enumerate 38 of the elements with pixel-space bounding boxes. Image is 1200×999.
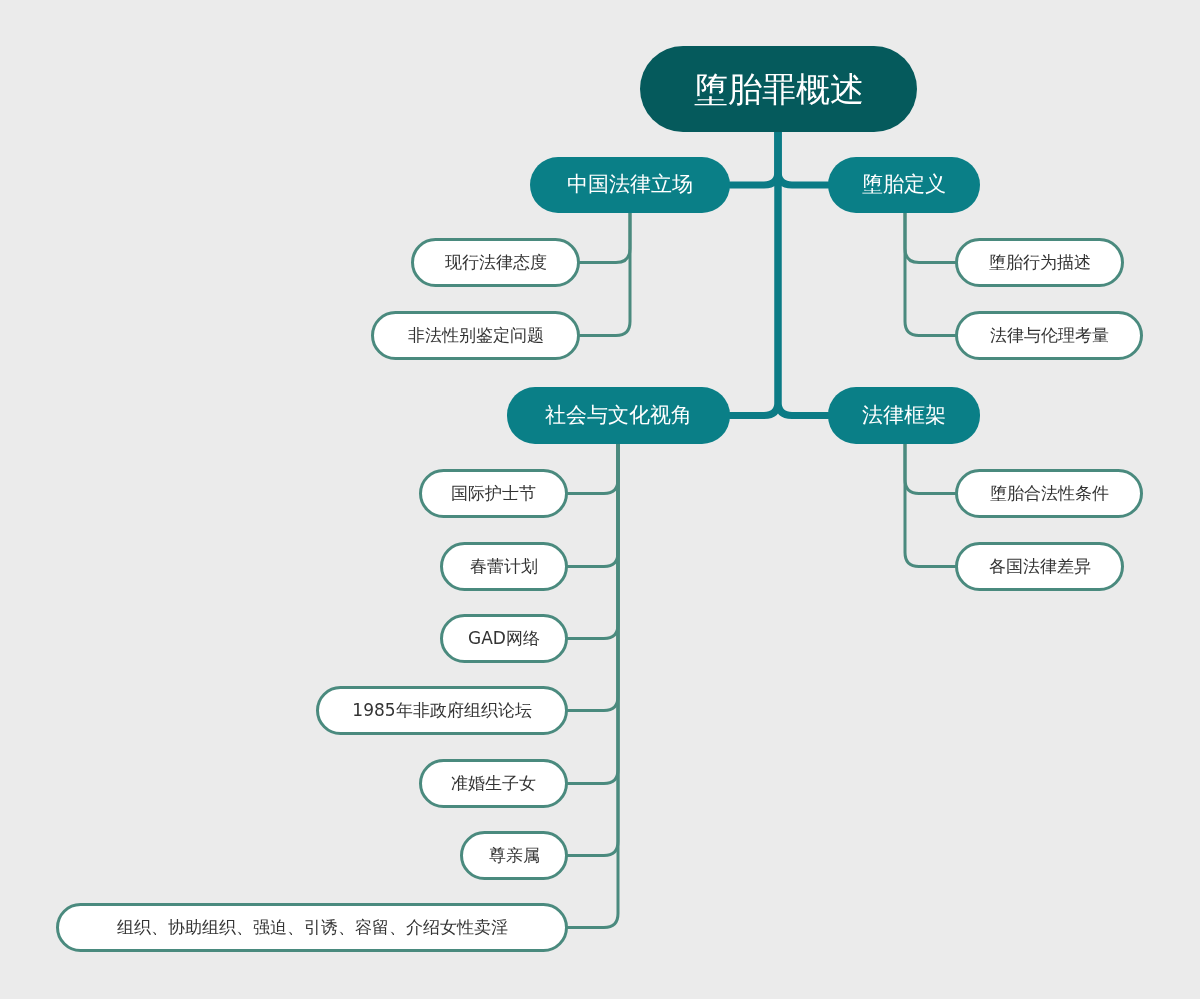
topic-text: 尊亲属 — [488, 843, 540, 867]
topic-text: 堕胎行为描述 — [988, 250, 1091, 274]
subtopic-pill — [440, 542, 568, 591]
topic-text: 组织、协助组织、强迫、引诱、容留、介绍女性卖淫 — [116, 915, 508, 939]
topic-text: 堕胎定义 — [862, 171, 946, 199]
main-topic — [828, 387, 980, 444]
subtopic-pill — [955, 542, 1124, 591]
subtopic-pill — [440, 614, 568, 663]
topic-text: 法律与伦理考量 — [989, 323, 1109, 347]
subtopic-pill — [460, 831, 568, 880]
topic-text: 春蕾计划 — [470, 554, 538, 578]
subtopic-pill — [371, 311, 580, 360]
topic-text: 国际护士节 — [451, 481, 536, 505]
subtopic-pill — [56, 903, 568, 952]
subtopic-pill — [419, 469, 568, 518]
topic-text: 社会与文化视角 — [545, 401, 692, 429]
topic-text: 堕胎合法性条件 — [989, 481, 1109, 505]
subtopic-pill — [316, 686, 568, 735]
topic-text: 中国法律立场 — [567, 171, 693, 199]
topic-text: 1985年非政府组织论坛 — [352, 698, 532, 722]
subtopic-pill — [955, 469, 1143, 518]
topic-text: GAD网络 — [468, 626, 540, 650]
topic-text: 现行法律态度 — [444, 250, 547, 274]
subtopic-pill — [955, 311, 1143, 360]
main-topic — [530, 157, 730, 213]
main-topic — [828, 157, 980, 213]
main-topic — [507, 387, 730, 444]
topic-text: 准婚生子女 — [451, 771, 536, 795]
topic-text: 法律框架 — [862, 401, 946, 429]
subtopic-pill — [419, 759, 568, 808]
topic-text: 非法性别鉴定问题 — [407, 323, 544, 347]
connector-line — [578, 211, 632, 337]
topic-text: 堕胎罪概述 — [693, 67, 864, 111]
connector-line — [903, 442, 957, 568]
topic-text: 各国法律差异 — [988, 554, 1091, 578]
connector-line — [903, 211, 957, 337]
subtopic-pill — [411, 238, 580, 287]
subtopic-pill — [955, 238, 1124, 287]
